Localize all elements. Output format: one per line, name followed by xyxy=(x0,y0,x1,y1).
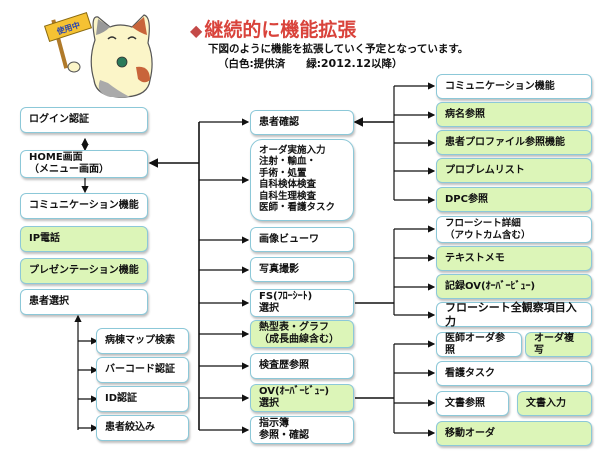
box-dpc-ref[interactable]: DPC参照 xyxy=(436,187,592,212)
cat-patch-gray xyxy=(98,80,130,97)
box-presentation[interactable]: プレゼンテーション機能 xyxy=(20,258,148,284)
box-patient-filter[interactable]: 患者絞込み xyxy=(96,415,189,441)
mascot-cat-illustration: 使用中 xyxy=(43,11,153,98)
page-title-text: 継続的に機能拡張 xyxy=(204,19,357,41)
box-fs-select[interactable]: FS(ﾌﾛｰｼｰﾄ) 選択 xyxy=(250,289,354,317)
sign-board xyxy=(43,11,93,43)
box-nursing-task[interactable]: 看護タスク xyxy=(436,361,592,386)
color-legend: （白色:提供済 緑:2012.12以降） xyxy=(218,56,403,71)
box-temperature-chart[interactable]: 熱型表・グラフ （成長曲線含む） xyxy=(250,320,354,348)
box-ov-select[interactable]: OV(ｵｰﾊﾞｰﾋﾞｭｰ) 選択 xyxy=(250,384,354,412)
box-disease-ref[interactable]: 病名参照 xyxy=(436,102,592,127)
box-ward-map-search[interactable]: 病棟マップ検索 xyxy=(96,328,189,354)
page-subtitle: 下図のように機能を拡張していく予定となっています。 xyxy=(208,43,469,55)
box-patient-select[interactable]: 患者選択 xyxy=(20,289,148,315)
box-text-memo[interactable]: テキストメモ xyxy=(436,246,592,271)
cat-ear-left xyxy=(96,19,110,35)
cat-eyes xyxy=(107,36,137,40)
box-document-input[interactable]: 文書入力 xyxy=(517,391,592,416)
box-login-auth[interactable]: ログイン認証 xyxy=(20,107,148,133)
cat-bell xyxy=(116,56,128,68)
box-record-ov[interactable]: 記録OV(ｵｰﾊﾞｰﾋﾞｭｰ) xyxy=(436,274,592,299)
box-communication-2[interactable]: コミュニケーション機能 xyxy=(436,74,592,99)
box-exam-history[interactable]: 検査歴参照 xyxy=(250,353,354,379)
cat-ear-right xyxy=(132,17,147,35)
box-flowsheet-all-input[interactable]: フローシート全観察項目入力 xyxy=(436,301,592,328)
box-problem-list[interactable]: プロブレムリスト xyxy=(436,158,592,183)
box-doctor-order-ref[interactable]: 医師オーダ参照 xyxy=(436,332,522,357)
box-barcode-auth[interactable]: バーコード認証 xyxy=(96,357,189,383)
box-instruction-book[interactable]: 指示簿 参照・確認 xyxy=(250,416,354,444)
box-transfer-order[interactable]: 移動オーダ xyxy=(436,421,592,446)
cat-patch xyxy=(136,66,150,83)
box-order-copy[interactable]: オーダ複写 xyxy=(525,332,592,357)
cat-paw xyxy=(67,61,81,73)
box-order-execution[interactable]: オーダ実施入力 注射・輸血・ 手術・処置 自科検体検査 自科生理検査 医師・看護… xyxy=(250,139,354,221)
page-title: ◆継続的に機能拡張 xyxy=(190,15,356,42)
legend-suffix: 以降） xyxy=(371,58,403,70)
box-home-screen[interactable]: HOME画面 （メニュー画面） xyxy=(20,150,148,178)
box-document-ref[interactable]: 文書参照 xyxy=(436,391,509,416)
box-flowsheet-detail[interactable]: フローシート詳細 （アウトカム含む） xyxy=(436,216,592,243)
box-id-auth[interactable]: ID認証 xyxy=(96,386,189,412)
legend-date: 2012.12 xyxy=(320,57,372,70)
box-patient-profile[interactable]: 患者プロファイル参照機能 xyxy=(436,130,592,155)
diamond-icon: ◆ xyxy=(190,21,203,40)
box-communication[interactable]: コミュニケーション機能 xyxy=(20,193,148,219)
box-patient-confirm[interactable]: 患者確認 xyxy=(250,110,354,135)
box-photo[interactable]: 写真撮影 xyxy=(250,257,354,282)
box-image-viewer[interactable]: 画像ビューワ xyxy=(250,227,354,252)
legend-prefix: （白色:提供済 緑: xyxy=(218,58,321,70)
box-ip-phone[interactable]: IP電話 xyxy=(20,226,148,252)
cat-body xyxy=(90,14,153,98)
